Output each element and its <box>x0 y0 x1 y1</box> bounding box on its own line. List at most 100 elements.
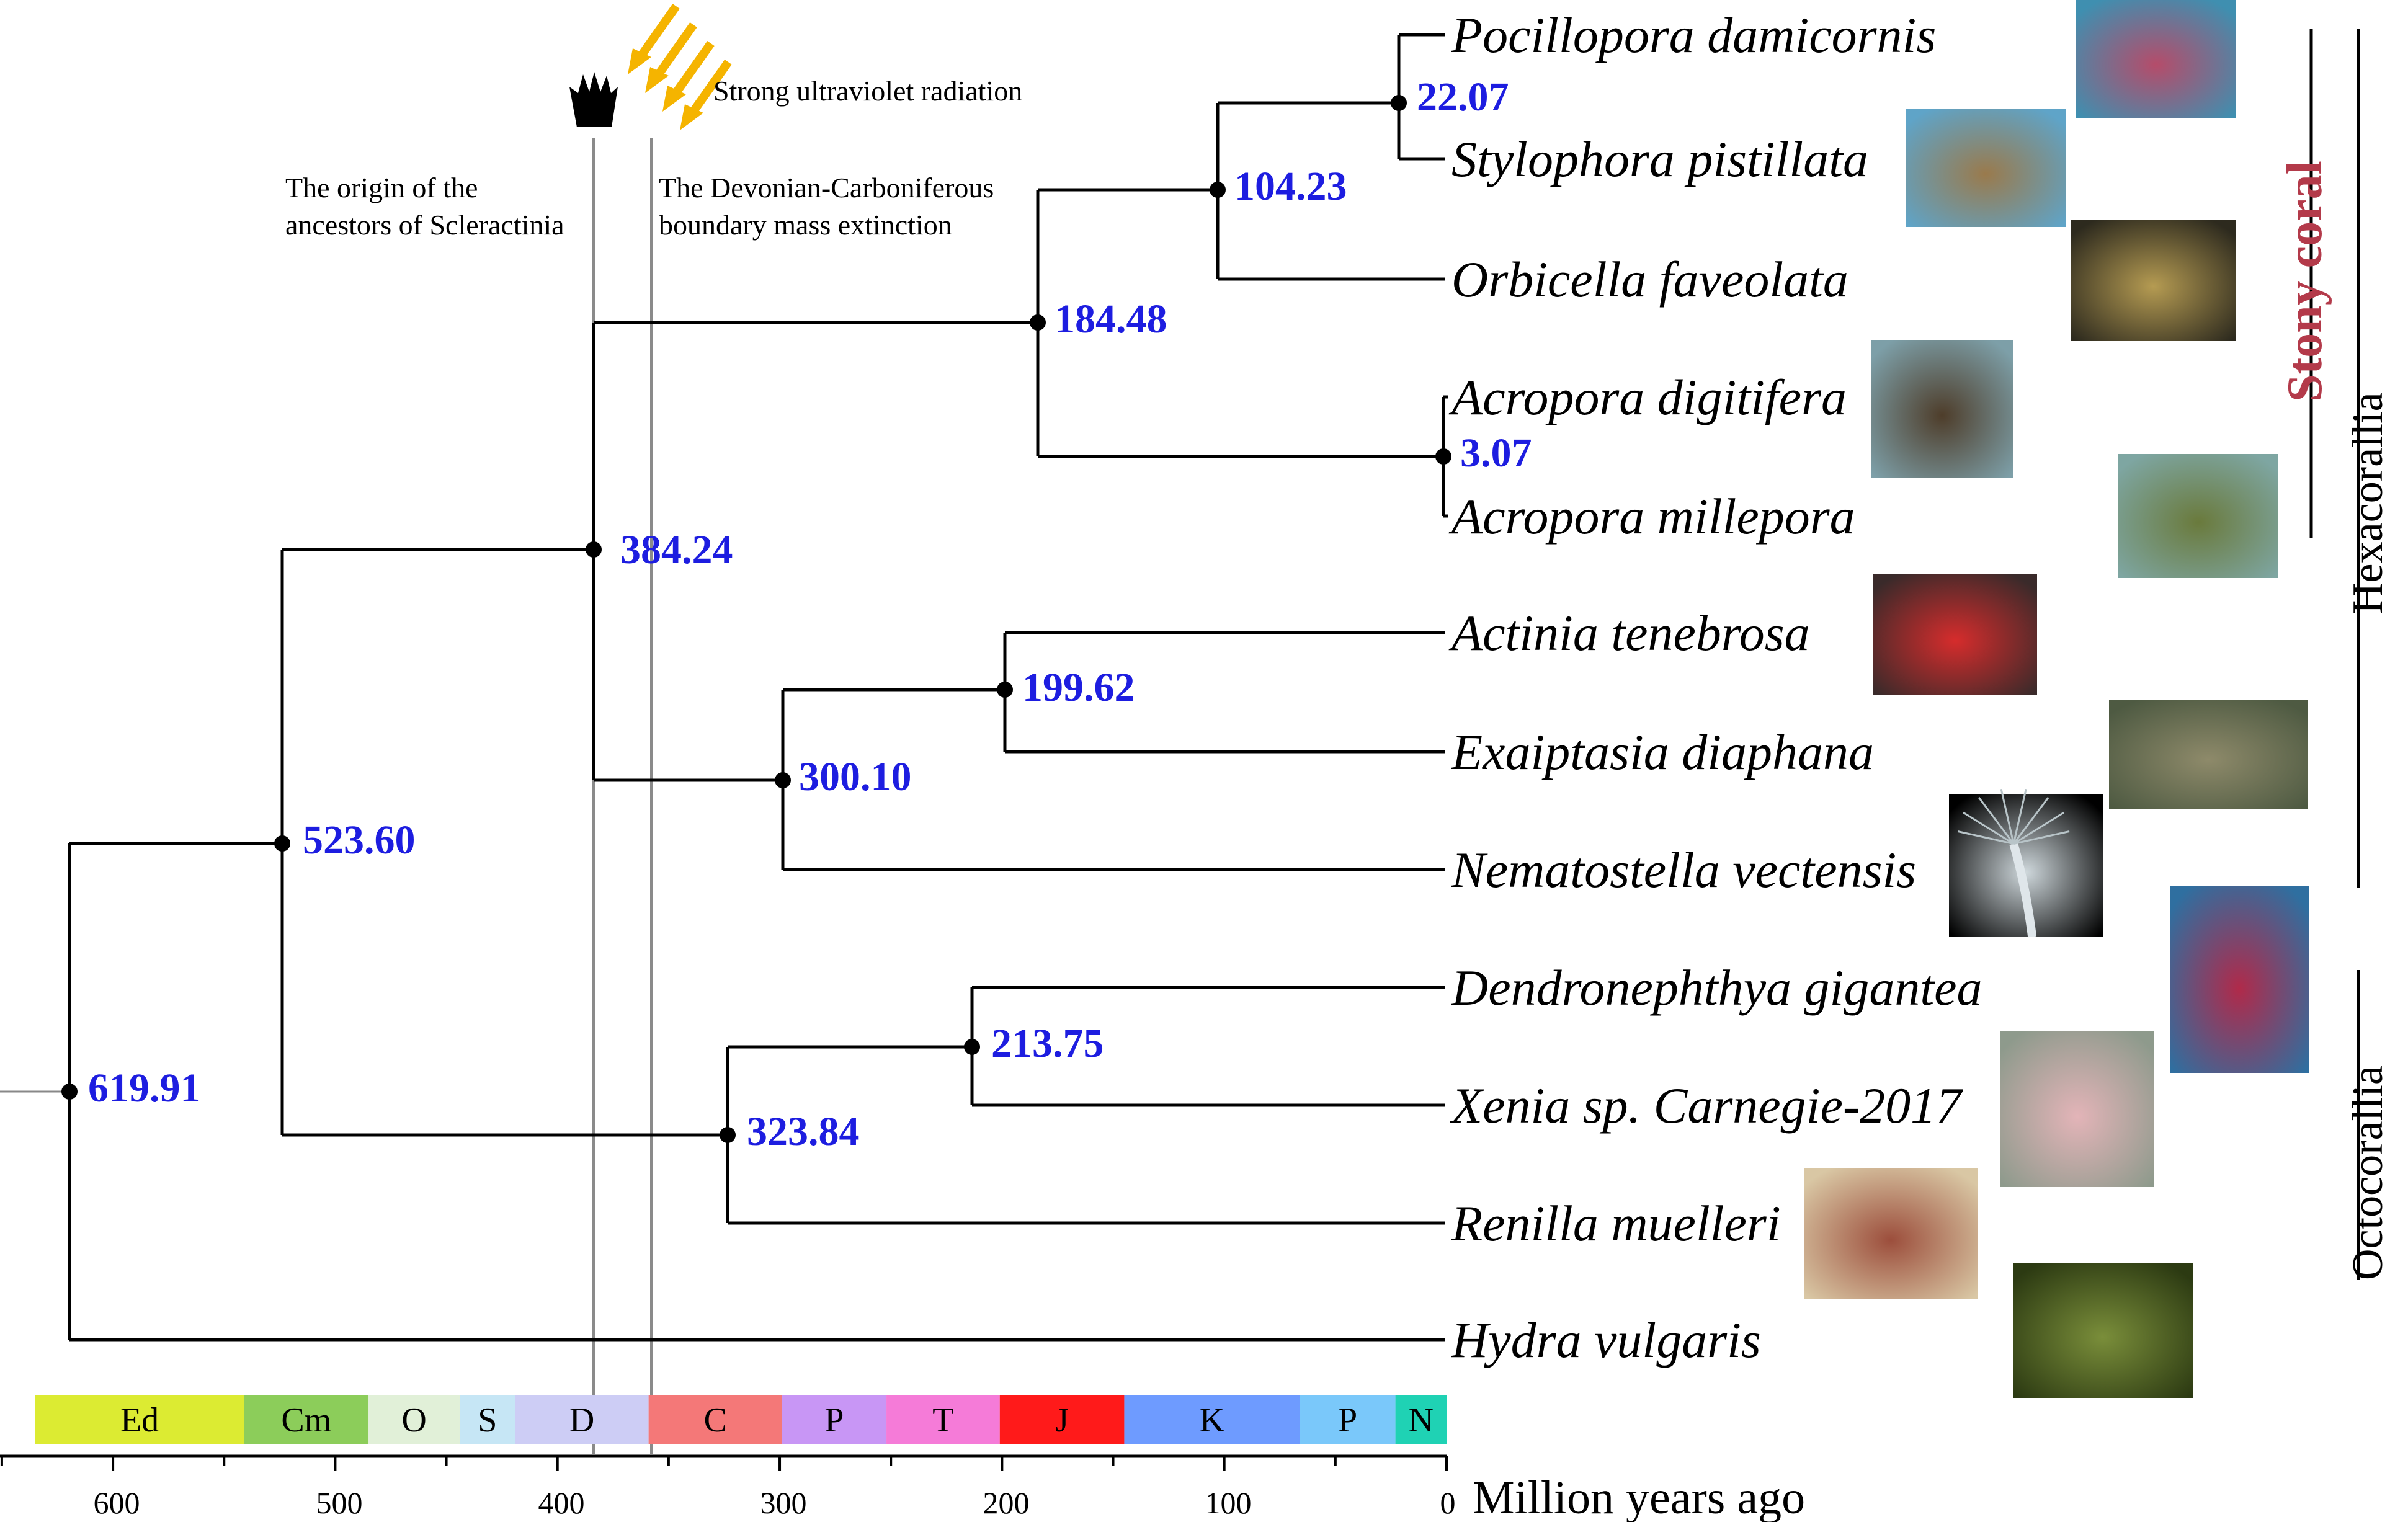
digitate-acropora-photo <box>1871 340 2013 478</box>
anemone-tentacle <box>2000 788 2015 844</box>
anemone-body <box>2009 842 2037 938</box>
branching-coral-photo <box>1906 109 2066 227</box>
node-dot <box>1030 314 1046 331</box>
period-block <box>999 1395 1125 1444</box>
anemone-tentacle <box>1963 811 2014 845</box>
divergence-time-label: 22.07 <box>1417 74 1509 120</box>
extinction-label-line1: The Devonian-Carboniferous <box>659 172 994 203</box>
period-label: N <box>1409 1401 1434 1440</box>
sea-pansy-photo <box>1804 1168 1978 1299</box>
hydra-photo <box>2013 1263 2193 1398</box>
soft-coral-photo <box>2170 886 2309 1073</box>
period-label: C <box>703 1401 726 1440</box>
divergence-time-label: 300.10 <box>799 754 912 799</box>
taxon-name: Stylophora pistillata <box>1451 131 1868 187</box>
hexacorallia-label: Hexacorallia <box>2344 392 2392 614</box>
period-block <box>244 1395 369 1444</box>
node-dot <box>1210 182 1226 198</box>
period-block <box>1124 1395 1300 1444</box>
anemone-tentacle <box>2013 830 2070 845</box>
node-dot <box>997 682 1013 698</box>
origin-label-line1: The origin of the <box>285 172 478 203</box>
tick-label: 300 <box>760 1485 807 1520</box>
period-block <box>35 1395 244 1444</box>
anemone-icon <box>569 72 618 127</box>
taxon-name: Orbicella faveolata <box>1451 251 1848 308</box>
divergence-time-label: 384.24 <box>620 527 733 572</box>
taxon-name: Acropora millepora <box>1448 488 1855 545</box>
tick-label: 100 <box>1205 1485 1252 1520</box>
ultraviolet-arrows-icon <box>628 3 732 130</box>
tree-branches <box>0 33 1448 1342</box>
period-block <box>460 1395 515 1444</box>
tick-label: 0 <box>1440 1485 1456 1520</box>
period-label: O <box>401 1401 426 1440</box>
octocorallia-label: Octocorallia <box>2344 1066 2392 1280</box>
divergence-time-label: 323.84 <box>747 1109 860 1154</box>
time-axis-ticks <box>0 1456 1448 1471</box>
taxon-name: Renilla muelleri <box>1451 1195 1781 1252</box>
period-label: P <box>824 1401 844 1440</box>
axis-title: Million years ago <box>1473 1472 1805 1522</box>
divergence-time-label: 213.75 <box>991 1021 1104 1066</box>
period-label: K <box>1200 1401 1224 1440</box>
xenia-photo <box>2000 1031 2154 1187</box>
period-label: Ed <box>120 1401 159 1440</box>
period-block <box>648 1395 782 1444</box>
aiptasia-photo <box>2109 700 2308 809</box>
period-block <box>1300 1395 1396 1444</box>
anemone-tentacle <box>1957 830 2014 845</box>
node-markers <box>61 95 1451 1143</box>
period-label: D <box>569 1401 594 1440</box>
tick-label: 600 <box>94 1485 140 1520</box>
tick-label: 400 <box>538 1485 585 1520</box>
period-label: S <box>478 1401 497 1440</box>
node-dot <box>775 772 791 788</box>
extinction-label-line2: boundary mass extinction <box>659 209 952 241</box>
stony-coral-label: Stony coral <box>2278 161 2332 402</box>
anemone-tentacle <box>2012 788 2027 844</box>
period-block <box>368 1395 460 1444</box>
taxon-name: Nematostella vectensis <box>1451 842 1916 898</box>
taxon-name: Exaiptasia diaphana <box>1451 724 1874 780</box>
pink-coral-colony-photo <box>2076 0 2236 118</box>
node-dot <box>61 1084 78 1100</box>
node-dot <box>586 541 602 558</box>
period-label: P <box>1338 1401 1357 1440</box>
anemone-tentacle <box>2012 796 2049 845</box>
taxon-name: Dendronephthya gigantea <box>1451 959 1982 1016</box>
anemone-tentacle <box>2013 811 2065 845</box>
period-label: J <box>1055 1401 1069 1440</box>
taxon-name: Pocillopora damicornis <box>1451 7 1936 63</box>
millepora-coral-photo <box>2118 454 2278 578</box>
period-block <box>515 1395 649 1444</box>
anemone-tentacle <box>1978 796 2015 845</box>
divergence-time-label: 3.07 <box>1460 430 1532 476</box>
period-block <box>1395 1395 1447 1444</box>
tick-label: 200 <box>983 1485 1030 1520</box>
divergence-time-label: 619.91 <box>88 1066 201 1111</box>
origin-label-line2: ancestors of Scleractinia <box>285 209 564 241</box>
period-label: Cm <box>281 1401 331 1440</box>
node-dot <box>1435 448 1451 465</box>
taxon-name: Xenia sp. Carnegie-2017 <box>1450 1077 1963 1134</box>
species-photos <box>1804 0 2309 1398</box>
divergence-time-label: 184.48 <box>1055 296 1167 342</box>
period-block <box>782 1395 887 1444</box>
period-block <box>886 1395 1000 1444</box>
taxon-name: Hydra vulgaris <box>1451 1312 1761 1368</box>
tick-label: 500 <box>316 1485 363 1520</box>
taxon-name: Actinia tenebrosa <box>1448 605 1810 661</box>
taxon-name: Acropora digitifera <box>1448 369 1847 425</box>
boulder-coral-photo <box>2071 220 2236 341</box>
node-dot <box>964 1039 980 1055</box>
red-anemone-photo <box>1873 574 2037 695</box>
divergence-time-label: 523.60 <box>303 817 416 863</box>
divergence-time-label: 104.23 <box>1234 164 1347 209</box>
node-dot <box>720 1127 736 1143</box>
divergence-time-label: 199.62 <box>1022 665 1135 710</box>
node-dot <box>274 835 290 852</box>
node-dot <box>1391 95 1407 111</box>
